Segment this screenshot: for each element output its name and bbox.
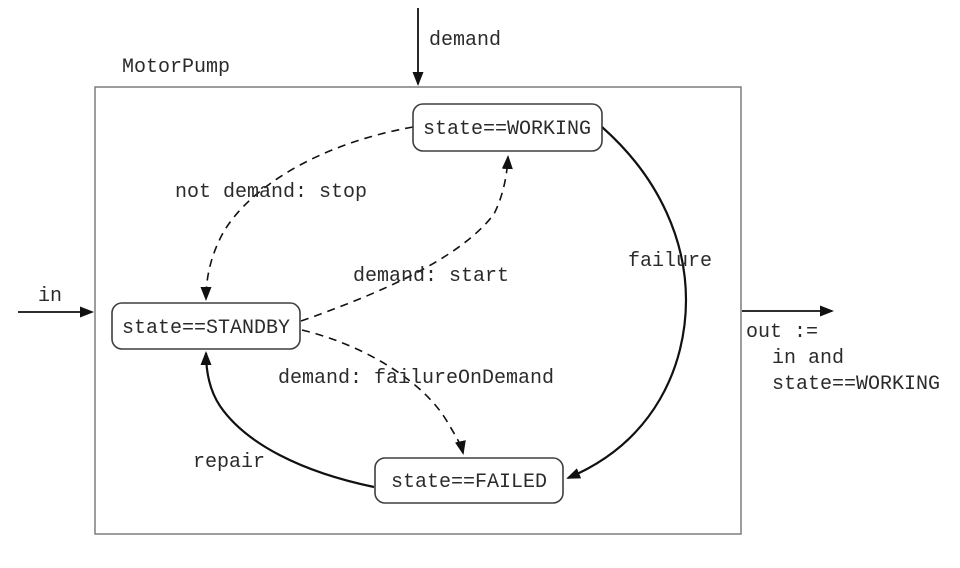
transition-demand-start-label: demand: start bbox=[353, 265, 509, 288]
state-failed-box bbox=[374, 457, 564, 504]
transition-demand-start-path bbox=[300, 155, 513, 322]
transition-repair-path bbox=[200, 351, 375, 489]
transition-failure-label: failure bbox=[628, 250, 712, 273]
output-out: out := in and state==WORKING bbox=[742, 305, 940, 396]
transition-demand-failure-on-demand-path bbox=[301, 329, 466, 455]
output-expression-line-3: state==WORKING bbox=[772, 373, 940, 396]
transition-demand-failure-on-demand-label: demand: failureOnDemand bbox=[278, 367, 554, 390]
input-in-label: in bbox=[38, 285, 62, 308]
component-frame bbox=[94, 86, 742, 535]
input-in: in bbox=[18, 285, 94, 318]
input-demand: demand bbox=[412, 8, 501, 86]
state-standby-label: state==STANDBY bbox=[122, 317, 290, 340]
state-failed: state==FAILED bbox=[374, 457, 564, 504]
state-standby: state==STANDBY bbox=[111, 302, 301, 350]
output-expression-line-1: out := bbox=[746, 321, 818, 344]
transition-failure-path bbox=[566, 126, 688, 480]
transition-not-demand-stop-path bbox=[200, 126, 414, 301]
state-working-label: state==WORKING bbox=[423, 118, 591, 141]
component-title: MotorPump bbox=[122, 56, 230, 79]
transition-not-demand-stop: not demand: stop bbox=[175, 126, 414, 301]
input-demand-label: demand bbox=[429, 29, 501, 52]
state-failed-label: state==FAILED bbox=[391, 471, 547, 494]
state-working: state==WORKING bbox=[412, 103, 603, 152]
state-standby-box bbox=[111, 302, 301, 350]
state-working-box bbox=[412, 103, 603, 152]
transition-not-demand-stop-label: not demand: stop bbox=[175, 181, 367, 204]
output-expression-line-2: in and bbox=[772, 347, 844, 370]
transition-repair-label: repair bbox=[193, 451, 265, 474]
transition-repair: repair bbox=[193, 351, 375, 489]
transition-demand-start: demand: start bbox=[300, 155, 513, 322]
transition-demand-failure-on-demand: demand: failureOnDemand bbox=[278, 329, 554, 455]
transition-failure: failure bbox=[566, 126, 712, 480]
